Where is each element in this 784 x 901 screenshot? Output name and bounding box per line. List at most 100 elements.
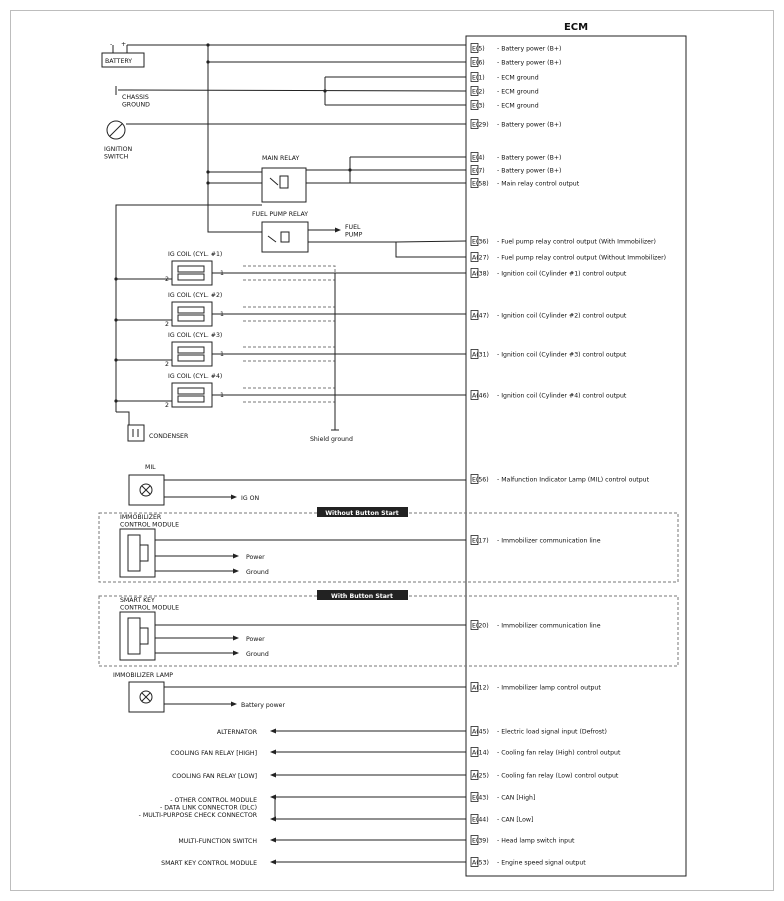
junction-dot — [206, 60, 210, 64]
ig-coil-1-label: IG COIL (CYL. #1) — [168, 251, 222, 258]
pin-connector-box — [470, 72, 479, 82]
pin-label: - Battery power (B+) — [497, 155, 561, 162]
coil-winding-icon — [177, 346, 205, 354]
smart-key-module-box — [119, 611, 156, 661]
with-button-start-tag — [317, 590, 408, 600]
pin-connector-box — [470, 100, 479, 110]
ig-coil-1-box — [171, 260, 213, 286]
smart-key-module-2-label: SMART KEY CONTROL MODULE — [161, 860, 257, 867]
ground-arrow-icon — [233, 568, 239, 574]
ecm-pin-25: E(39)- Head lamp switch input — [470, 835, 575, 845]
ig-on-label: IG ON — [241, 495, 259, 502]
pin-label: - Ignition coil (Cylinder #4) control ou… — [497, 393, 627, 400]
coil-pin-2-label: 2 — [165, 361, 169, 368]
main-relay-label: MAIN RELAY — [262, 155, 300, 162]
ecm-pin-4: E(2)- ECM ground — [470, 86, 539, 96]
pin-code: A(12) — [472, 685, 489, 692]
ecm-pin-3: E(1)- ECM ground — [470, 72, 539, 82]
pin-connector-box — [470, 814, 479, 824]
immobilizer-lamp-label: IMMOBILIZER LAMP — [113, 672, 173, 679]
ecm-pin-18: E(20)- Immobilizer communication line — [470, 620, 601, 630]
pin-label: - Battery power (B+) — [497, 168, 561, 175]
pin-code: A(31) — [472, 352, 489, 359]
coil-winding-icon — [177, 395, 205, 403]
ecm-pin-10: E(36)- Fuel pump relay control output (W… — [470, 236, 656, 246]
ecm-pin-8: E(7)- Battery power (B+) — [470, 165, 561, 175]
without-button-start-frame — [98, 512, 679, 583]
battery-power-arrow-icon — [231, 701, 237, 707]
ecm-pin-21: A(14)- Cooling fan relay (High) control … — [470, 747, 621, 757]
shield-1 — [243, 265, 336, 281]
pin-code: E(58) — [472, 181, 489, 188]
pin-code: E(43) — [472, 795, 489, 802]
pin-code: A(46) — [472, 393, 489, 400]
ecm-box — [465, 35, 687, 877]
ecm-pin-2: E(6)- Battery power (B+) — [470, 57, 561, 67]
signal-arrow-icon — [270, 728, 276, 734]
pin-code: E(4) — [472, 155, 485, 162]
pin-connector-box — [470, 682, 479, 692]
junction-dot — [206, 181, 210, 185]
coil-pin-2-label: 2 — [165, 321, 169, 328]
junction-dot — [348, 168, 352, 172]
fuel-pump-relay-label: FUEL PUMP RELAY — [252, 211, 308, 218]
pin-label: - Battery power (B+) — [497, 46, 561, 53]
coil-winding-icon — [177, 314, 205, 322]
battery-box — [101, 52, 145, 68]
pin-connector-box — [470, 165, 479, 175]
pin-code: E(56) — [472, 477, 489, 484]
with-button-start-frame — [98, 595, 679, 667]
battery-label: BATTERY — [105, 58, 132, 65]
battery-power-label: Battery power — [241, 702, 285, 709]
ecm-pin-12: A(38)- Ignition coil (Cylinder #1) contr… — [470, 268, 627, 278]
pin-connector-box — [470, 770, 479, 780]
ecm-pin-15: A(46) - Ignition coil (Cylinder #4) contr… — [470, 390, 627, 400]
ecm-pin-16: E(56)- Malfunction Indicator Lamp (MIL) … — [470, 474, 650, 484]
coil-pin-2-label: 2 — [165, 402, 169, 409]
pin-connector-box — [470, 726, 479, 736]
pin-connector-box — [470, 152, 479, 162]
ecm-title: ECM — [564, 22, 588, 33]
ecm-pin-13: A(47)- Ignition coil (Cylinder #2) contr… — [470, 310, 627, 320]
main-relay-switch-icon — [269, 177, 279, 186]
pin-connector-box — [470, 620, 479, 630]
pin-label: - ECM ground — [497, 103, 539, 110]
ecm-pin-14: A(31) - Ignition coil (Cylinder #3) contr… — [470, 349, 627, 359]
wire-condenser — [116, 411, 130, 425]
lamp-cross-line — [141, 692, 151, 702]
pin-code: A(45) — [472, 729, 489, 736]
other-modules-label: - OTHER CONTROL MODULE- DATA LINK CONNEC… — [139, 797, 258, 819]
pin-label: - Head lamp switch input — [497, 838, 575, 845]
coil-winding-icon — [177, 306, 205, 314]
ecm-pin-22: A(25)- Cooling fan relay (Low) control o… — [470, 770, 619, 780]
signal-arrow-icon — [270, 859, 276, 865]
immobilizer-module-box — [119, 528, 156, 578]
pin-code: A(25) — [472, 773, 489, 780]
junction-dot — [114, 399, 118, 403]
ecm-pin-19: A(12)- Immobilizer lamp control output — [470, 682, 601, 692]
pin-code: E(6) — [472, 60, 485, 67]
pin-label: - Ignition coil (Cylinder #1) control ou… — [497, 271, 627, 278]
shield-3 — [243, 346, 336, 362]
pin-connector-box — [470, 857, 479, 867]
junction-dot — [206, 43, 210, 47]
ig-coil-4-label: IG COIL (CYL. #4) — [168, 373, 222, 380]
pin-label: - Immobilizer communication line — [497, 538, 601, 545]
pin-code: E(36) — [472, 239, 489, 246]
junction-dot — [206, 170, 210, 174]
immobilizer-power-label: Power — [246, 554, 265, 561]
ecm-pin-23: E(43)- CAN [High] — [470, 792, 535, 802]
pin-label: - Ignition coil (Cylinder #2) control ou… — [497, 313, 627, 320]
pin-connector-box — [470, 835, 479, 845]
ecm-pin-20: A(45)- Electric load signal input (Defro… — [470, 726, 607, 736]
pin-label: - Ignition coil (Cylinder #3) control ou… — [497, 352, 627, 359]
ignition-key-blade — [109, 123, 123, 137]
ecm-pin-5: E(3)- ECM ground — [470, 100, 539, 110]
pin-label: - Fuel pump relay control output (Withou… — [497, 255, 666, 262]
pin-label: - Immobilizer communication line — [497, 623, 601, 630]
pin-label: - Battery power (B+) — [497, 122, 561, 129]
